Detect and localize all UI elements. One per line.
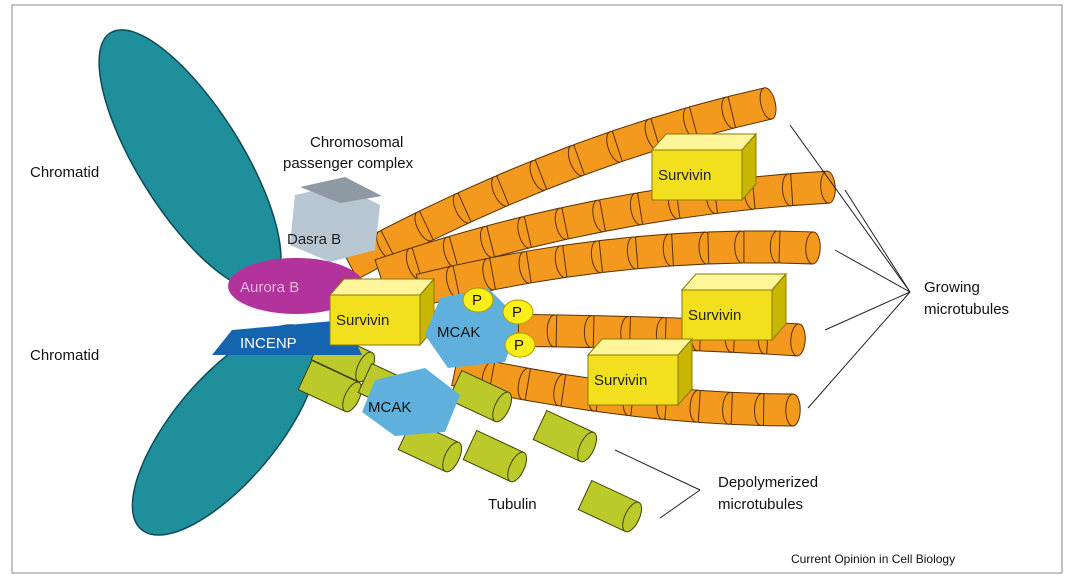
survivin-box: Survivin — [652, 134, 756, 200]
phospho-site: P — [463, 288, 493, 312]
chromatid-bottom-label: Chromatid — [30, 347, 99, 364]
survivin-box: Survivin — [682, 274, 786, 340]
survivin-label: Survivin — [336, 312, 389, 329]
dasra-b-label: Dasra B — [287, 231, 341, 248]
tubule-segment — [708, 231, 750, 264]
survivin-label: Survivin — [688, 307, 741, 324]
svg-text:P: P — [472, 292, 482, 309]
survivin-label: Survivin — [658, 167, 711, 184]
chromatid-top-label: Chromatid — [30, 164, 99, 181]
tubule-segment — [791, 171, 837, 206]
svg-text:P: P — [514, 337, 524, 354]
depolymerized-label-line2: microtubules — [718, 496, 803, 513]
passenger-complex-label-line2: passenger complex — [283, 155, 414, 172]
tubule-segment — [556, 315, 599, 348]
tubule-segment — [744, 231, 785, 263]
mcak-lower-label: MCAK — [368, 399, 411, 416]
phospho-site: P — [503, 300, 533, 324]
tubulin-label: Tubulin — [488, 496, 537, 513]
survivin-box: Survivin — [588, 339, 692, 405]
incenp-label: INCENP — [240, 335, 297, 352]
mcak-upper-label: MCAK — [437, 324, 480, 341]
source-credit: Current Opinion in Cell Biology — [791, 552, 955, 566]
tubule-segment — [779, 231, 821, 264]
survivin-box: Survivin — [330, 279, 434, 345]
passenger-complex-label-line1: Chromosomal — [310, 134, 403, 151]
aurora-b-label: Aurora B — [240, 279, 299, 296]
phospho-site: P — [505, 333, 535, 357]
svg-text:P: P — [512, 304, 522, 321]
tubule-segment — [763, 394, 800, 426]
growing-label-line1: Growing — [924, 279, 980, 296]
growing-label-line2: microtubules — [924, 301, 1009, 318]
depolymerized-label-line1: Depolymerized — [718, 474, 818, 491]
survivin-label: Survivin — [594, 372, 647, 389]
